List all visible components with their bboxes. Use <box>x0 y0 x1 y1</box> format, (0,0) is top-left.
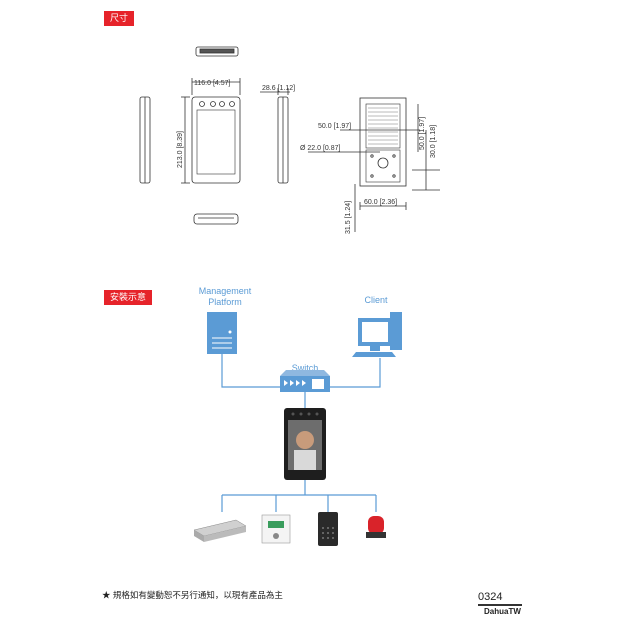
magnetic-lock-icon <box>193 519 247 542</box>
alarm-siren-icon <box>366 516 386 538</box>
dim-bottom-offset: 31.5 [1.24] <box>345 201 352 234</box>
device-bottom-view <box>193 213 239 225</box>
exit-button-icon <box>261 514 291 544</box>
dim-width: 116.0 [4.57] <box>194 80 231 87</box>
dim-height: 213.0 [8.39] <box>177 131 184 168</box>
management-platform-label: Management Platform <box>198 286 252 307</box>
dim-hole-diameter: Ø 22.0 [0.87] <box>300 145 341 152</box>
dim-depth: 28.6 [1.12] <box>262 85 295 92</box>
dim-bracket-width: 60.0 [2.36] <box>364 199 397 206</box>
client-pc-icon <box>352 312 402 357</box>
dimension-drawing: 116.0 [4.57] 28.6 [1.12] 213.0 [8.39] 50… <box>139 46 440 234</box>
footer-rule <box>478 604 522 606</box>
dim-hole-pitch: 50.0 [1.97] <box>318 123 351 130</box>
client-label: Client <box>364 295 388 305</box>
card-reader-icon <box>318 512 338 546</box>
device-top-view <box>195 46 239 57</box>
rear-bracket-view <box>359 97 407 187</box>
installation-diagram <box>193 312 402 546</box>
face-recognition-terminal-icon <box>284 408 326 480</box>
dim-right-mid: 30.0 [1.18] <box>430 125 437 158</box>
section-title-installation: 安裝示意 <box>104 290 153 305</box>
footer-disclaimer: ★ 規格如有變動恕不另行通知，以現有產品為主 <box>102 590 283 600</box>
dim-right-top: 50.0 [1.97] <box>419 117 426 150</box>
section-title-dimensions: 尺寸 <box>104 11 135 26</box>
brand-label: DahuaTW <box>484 607 521 616</box>
document-code: 0324 <box>478 591 503 603</box>
switch-label: Switch <box>291 363 319 373</box>
server-icon <box>207 312 237 354</box>
device-front-view <box>191 96 241 184</box>
switch-icon <box>280 370 330 392</box>
